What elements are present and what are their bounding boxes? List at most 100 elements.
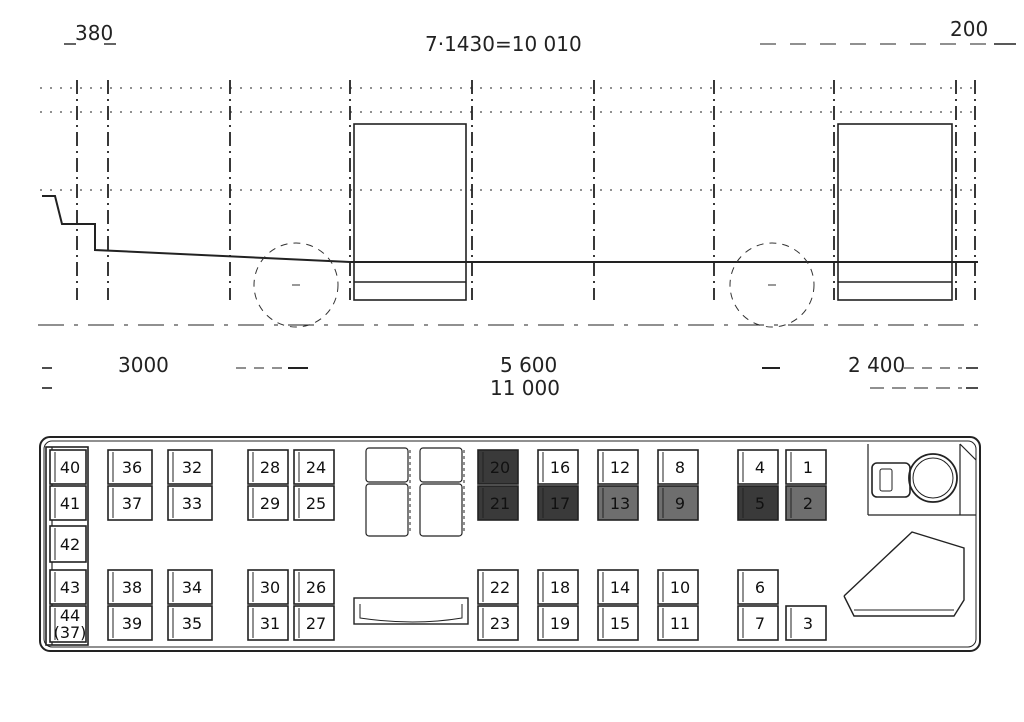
length-dimensions: 3000 5 600 2 400 11 000 (42, 353, 978, 400)
seat-3: 3 (785, 605, 827, 641)
seat-number: 26 (306, 578, 326, 597)
seat-number: 18 (550, 578, 570, 597)
seat-box (107, 569, 153, 605)
seat-number: 8 (675, 458, 685, 477)
rear-door (837, 123, 953, 301)
seat-number: 37 (122, 494, 142, 513)
seat-number: 44 (60, 606, 80, 625)
seat-box (293, 485, 335, 521)
seat-box (597, 569, 639, 605)
seat-12: 12 (597, 449, 639, 485)
dim-11000: 11 000 (490, 376, 560, 400)
seat-number: 29 (260, 494, 280, 513)
seat-box (107, 605, 153, 641)
seat-number: 23 (490, 614, 510, 633)
seat-box (49, 605, 87, 643)
front-door (353, 123, 467, 301)
seat-box (49, 525, 87, 563)
folding-seat-1 (365, 447, 409, 483)
seat-box (477, 605, 519, 641)
driver-seat (871, 462, 911, 498)
seat-number: 14 (610, 578, 630, 597)
seat-34: 34 (167, 569, 213, 605)
seat-2: 2 (785, 485, 827, 521)
seat-box (737, 569, 779, 605)
seat-30: 30 (247, 569, 289, 605)
seat-number: 10 (670, 578, 690, 597)
seat-21: 21 (477, 485, 519, 521)
dim-2400: 2 400 (848, 353, 905, 377)
seat-number: 42 (60, 535, 80, 554)
seat-5: 5 (737, 485, 779, 521)
seat-box (49, 485, 87, 521)
seat-7: 7 (737, 605, 779, 641)
seat-number: 7 (755, 614, 765, 633)
seat-box (597, 485, 639, 521)
seat-box (785, 449, 827, 485)
seat-box (537, 449, 579, 485)
seat-10: 10 (657, 569, 699, 605)
seat-number: 13 (610, 494, 630, 513)
seat-box (477, 449, 519, 485)
seat-box (293, 449, 335, 485)
seat-box (785, 485, 827, 521)
seat-1: 1 (785, 449, 827, 485)
seat-number: 40 (60, 458, 80, 477)
seat-box (107, 449, 153, 485)
seat-11: 11 (657, 605, 699, 641)
seat-number: 4 (755, 458, 765, 477)
floor-profile (42, 195, 978, 263)
seat-number: 33 (182, 494, 202, 513)
seat-box (477, 485, 519, 521)
seat-box (657, 449, 699, 485)
seat-number: 30 (260, 578, 280, 597)
seat-28: 28 (247, 449, 289, 485)
seat-box (597, 605, 639, 641)
seat-32: 32 (167, 449, 213, 485)
seat-number: 36 (122, 458, 142, 477)
seat-box (49, 449, 87, 485)
seat-number: 27 (306, 614, 326, 633)
seat-33: 33 (167, 485, 213, 521)
seat-box (657, 605, 699, 641)
bus-outline-inner (43, 440, 977, 648)
seat-number: 1 (803, 458, 813, 477)
seat-number: 5 (755, 494, 765, 513)
seat-box (167, 449, 213, 485)
seat-number: 31 (260, 614, 280, 633)
bus-outline (39, 436, 981, 652)
seat-number: 21 (490, 494, 510, 513)
seat-20: 20 (477, 449, 519, 485)
seat-24: 24 (293, 449, 335, 485)
rear-bench (45, 446, 89, 646)
seat-number: 17 (550, 494, 570, 513)
seat-41: 41 (49, 485, 87, 521)
folding-seat-4 (419, 483, 463, 537)
seat-number-alt: (37) (54, 623, 87, 642)
seat-36: 36 (107, 449, 153, 485)
seat-39: 39 (107, 605, 153, 641)
middle-stairwell (353, 597, 469, 625)
seat-31: 31 (247, 605, 289, 641)
seat-number: 34 (182, 578, 202, 597)
seat-14: 14 (597, 569, 639, 605)
seat-23: 23 (477, 605, 519, 641)
seat-number: 6 (755, 578, 765, 597)
rear-wheel (729, 242, 815, 328)
seat-number: 19 (550, 614, 570, 633)
seat-38: 38 (107, 569, 153, 605)
seat-number: 2 (803, 494, 813, 513)
seat-number: 20 (490, 458, 510, 477)
seat-16: 16 (537, 449, 579, 485)
seat-box (293, 605, 335, 641)
seat-box (737, 605, 779, 641)
seat-box (537, 485, 579, 521)
seat-27: 27 (293, 605, 335, 641)
window-pillars (76, 80, 976, 300)
seat-number: 22 (490, 578, 510, 597)
driver-area (867, 443, 977, 516)
seat-number: 39 (122, 614, 142, 633)
seat-number: 35 (182, 614, 202, 633)
seat-box (107, 485, 153, 521)
dim-200: 200 (950, 17, 988, 41)
